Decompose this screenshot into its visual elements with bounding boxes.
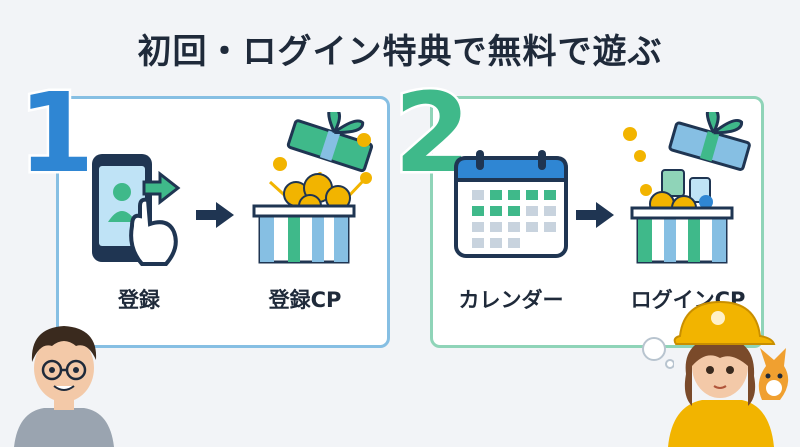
page-title: 初回・ログイン特典で無料で遊ぶ	[137, 32, 663, 72]
step1-number: 1	[16, 69, 98, 197]
step1-left-label: 登録	[118, 288, 160, 312]
phone-register-icon	[92, 154, 181, 266]
boy-character-illustration	[14, 326, 114, 447]
step2-left-label: カレンダー	[458, 288, 564, 312]
step1-right-label: 登録CP	[268, 288, 342, 312]
calendar-icon	[454, 150, 568, 258]
thought-bubble-icon	[642, 337, 674, 369]
gift-box-coins-icon	[252, 112, 374, 264]
arrow-right-icon	[576, 202, 614, 228]
arrow-right-icon	[196, 202, 234, 228]
girl-with-fox-illustration	[668, 300, 789, 447]
gift-box-coins-icon	[623, 112, 751, 264]
